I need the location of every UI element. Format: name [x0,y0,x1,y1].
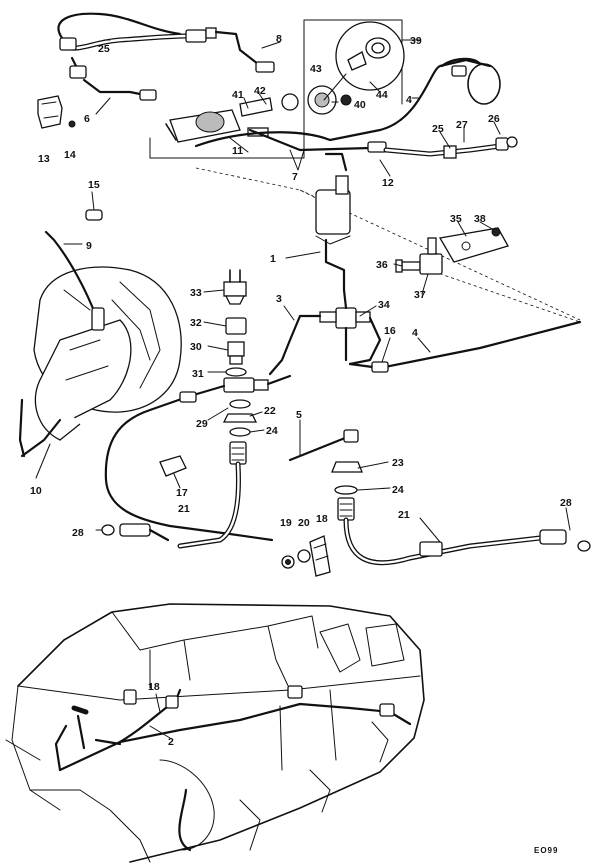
brake-light-switch [223,269,247,305]
callout-18-bracket: 18 [316,513,328,525]
callout-21-right: 21 [398,509,410,521]
hose-lock-nut [222,413,258,423]
callout-22: 22 [264,405,276,417]
callout-41: 41 [232,89,244,101]
callout-4-upper: 4 [406,94,412,106]
front-flexible-hose-left [177,441,247,549]
callout-27: 27 [456,119,468,131]
pressure-differential-valve [315,152,351,292]
callout-labels: 1 2 3 4 4 5 6 7 8 9 10 11 12 13 14 15 16… [30,33,572,855]
callout-24-right: 24 [392,484,404,496]
clip-screw [68,120,76,128]
hose-shakeproof-washer [229,427,251,437]
pipe-clip-17 [159,455,187,477]
front-hose-assembly [57,12,275,101]
callout-4-lower: 4 [412,327,418,339]
bracket-bolt [395,259,421,273]
callout-8: 8 [276,33,282,45]
car-body-outline [5,603,425,863]
callout-28-left: 28 [72,527,84,539]
adaptor-nut [227,341,245,365]
callout-14: 14 [64,149,76,161]
callout-38: 38 [474,213,486,225]
washer-20 [297,549,311,563]
callout-43: 43 [310,63,322,75]
callout-11: 11 [232,145,243,157]
callout-6: 6 [84,113,90,125]
callout-34: 34 [378,299,390,311]
nut-19 [281,555,295,569]
callout-10: 10 [30,485,42,497]
bleed-nipple-cap [85,209,103,221]
callout-25-top: 25 [98,43,110,55]
callout-26: 26 [488,113,500,125]
callout-23: 23 [392,457,404,469]
switch-adaptor [225,317,247,335]
callout-33: 33 [190,287,202,299]
callout-16: 16 [384,325,396,337]
callout-21-left: 21 [178,503,190,515]
drive-shaft-housing [34,319,132,441]
union-washer [229,399,251,409]
callout-20: 20 [298,517,310,529]
callout-32: 32 [190,317,202,329]
callout-40: 40 [354,99,366,111]
cylinder-end-parts [239,85,352,117]
rear-pipe-lower [348,320,582,373]
callout-42: 42 [254,85,266,97]
hose-bracket-18 [309,535,331,577]
mounting-bracket [438,227,509,263]
callout-2: 2 [168,736,174,748]
callout-19: 19 [280,517,292,529]
callout-28-right: 28 [560,497,572,509]
wheel-cylinder-pipe [18,230,105,458]
callout-31: 31 [192,368,204,380]
adaptor-washer [225,367,247,377]
left-brake-pipe [104,384,274,542]
master-cylinder [165,109,269,143]
leader-lines [35,39,571,739]
callout-24-left: 24 [266,425,278,437]
callout-17: 17 [176,487,188,499]
callout-18-car: 18 [148,681,160,693]
four-way-connector [268,288,382,376]
front-flexible-hose-right [331,461,591,566]
callout-39: 39 [410,35,422,47]
figure-code: EO99 [534,846,558,855]
pipe-clip [37,95,63,129]
callout-5: 5 [296,409,302,421]
three-way-union [223,374,292,393]
callout-37: 37 [414,289,426,301]
connector-block [419,237,443,275]
callout-12: 12 [382,177,394,189]
callout-44: 44 [376,89,388,101]
callout-35: 35 [450,213,462,225]
callout-30: 30 [190,341,202,353]
callout-36: 36 [376,259,388,271]
callout-29: 29 [196,418,208,430]
rear-pipe-upper [194,57,518,159]
hose-end-left [101,523,170,542]
callout-1: 1 [270,253,276,265]
magnified-valve-circle [335,21,405,91]
callout-3: 3 [276,293,282,305]
car-brake-pipe-run [54,685,412,852]
callout-25-right: 25 [432,123,444,135]
callout-13: 13 [38,153,50,165]
callout-9: 9 [86,240,92,252]
callout-15: 15 [88,179,100,191]
callout-7: 7 [292,171,298,183]
